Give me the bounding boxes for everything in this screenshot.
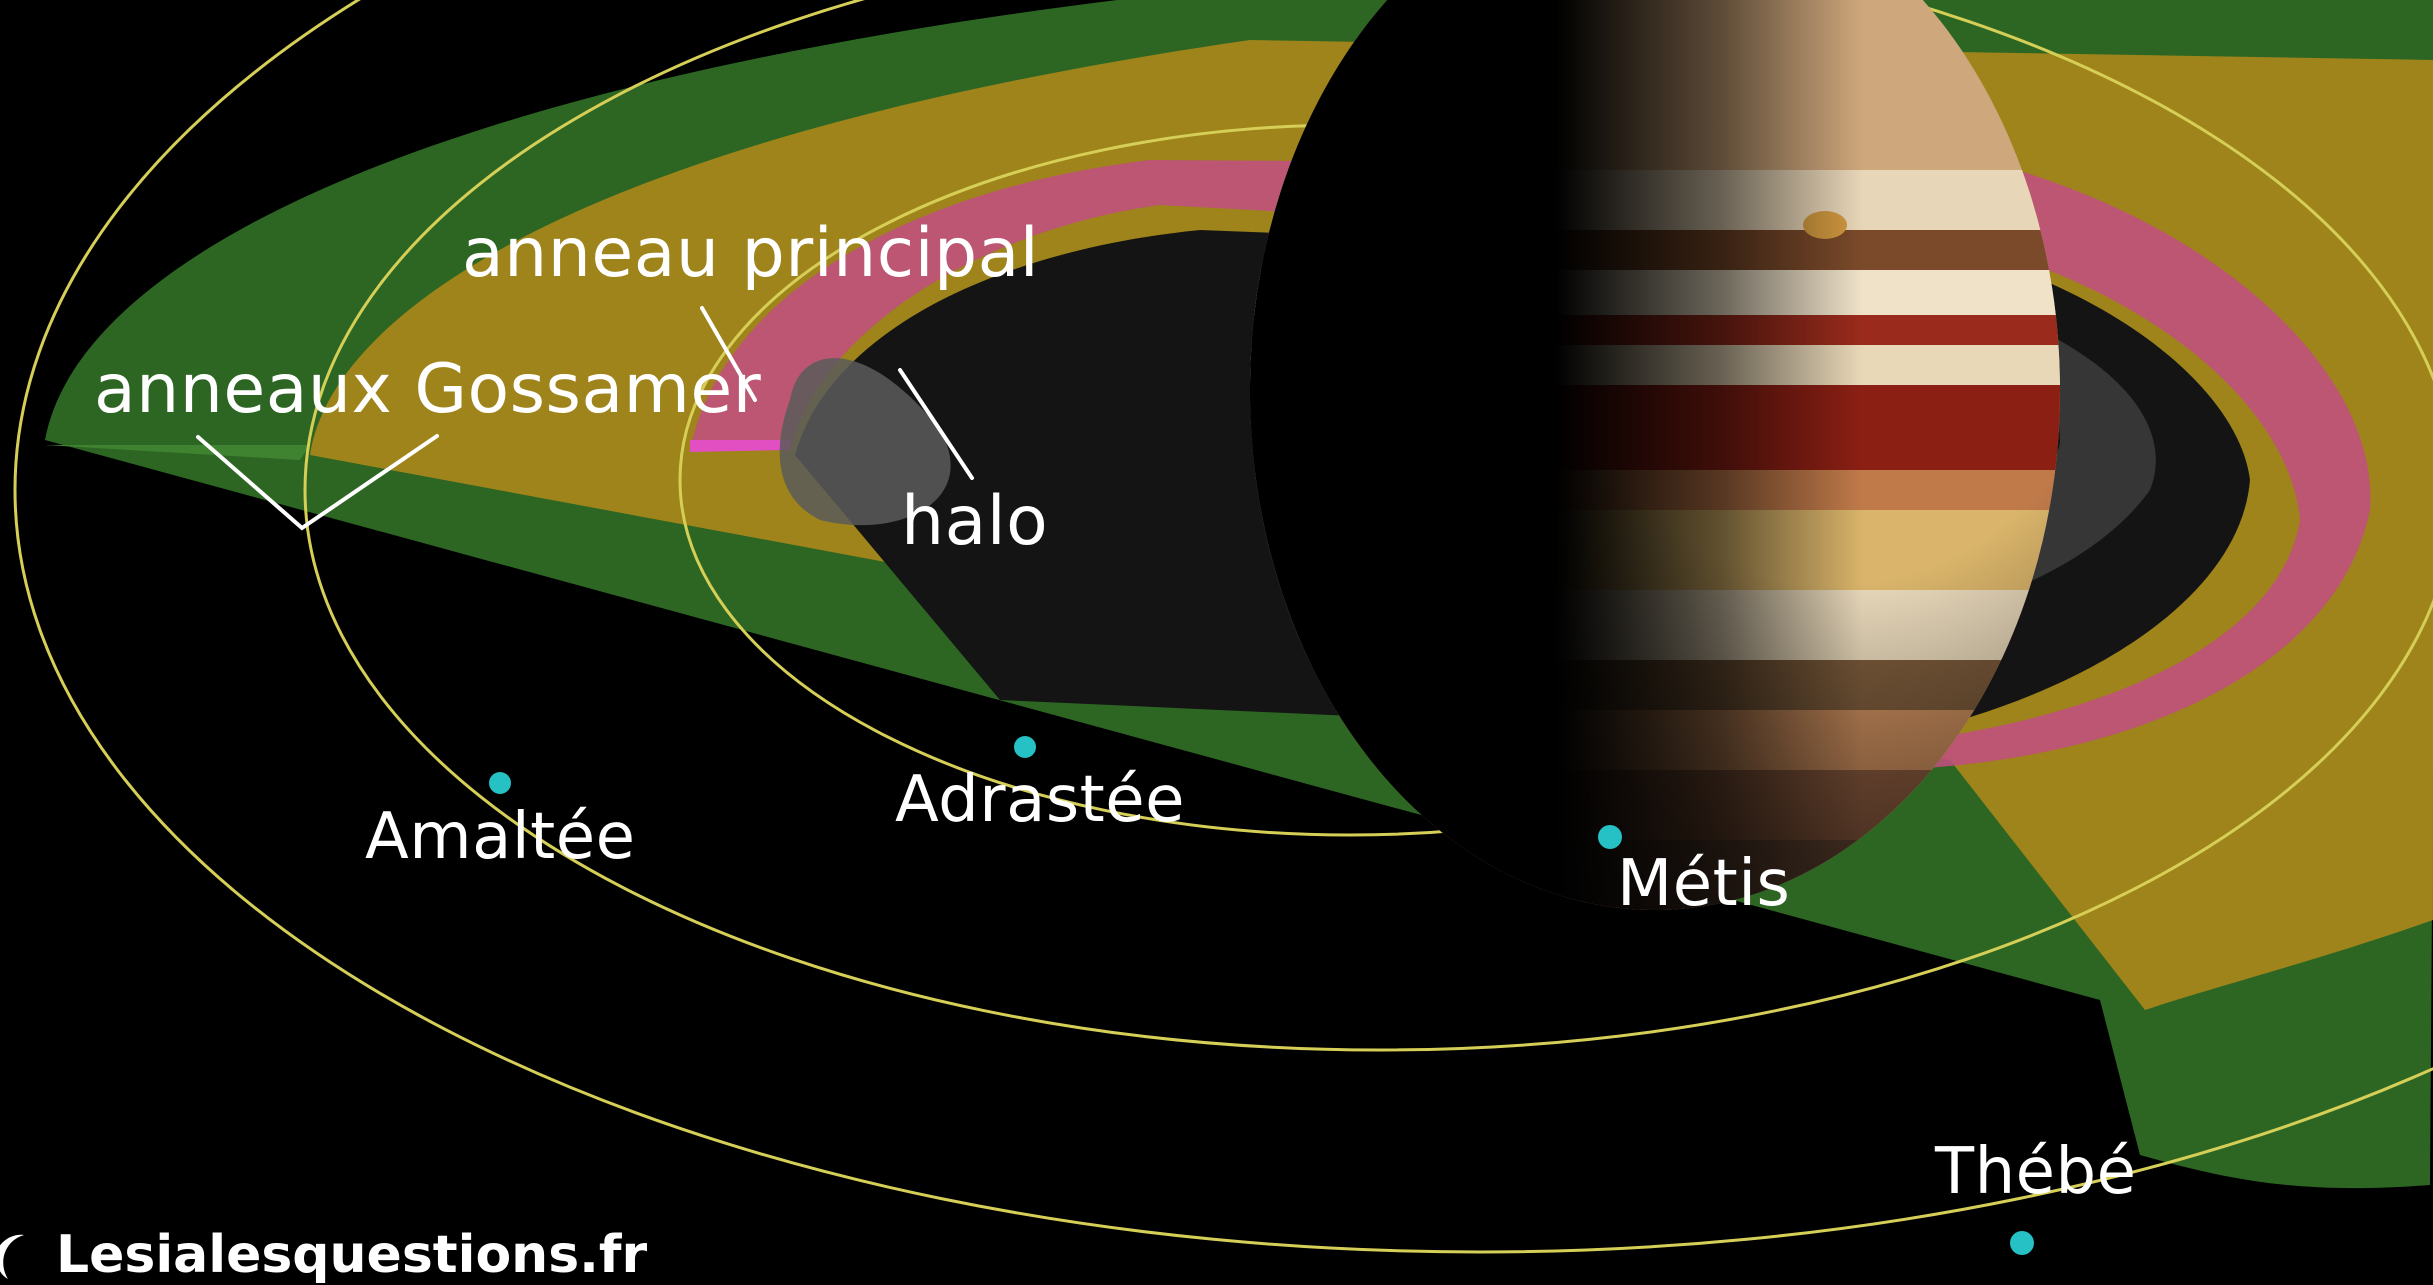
amalthea-label: Amaltée bbox=[365, 800, 636, 874]
thebe-orbit bbox=[13, 0, 2433, 1254]
moon-dot-icon bbox=[1598, 825, 1622, 849]
main-ring-pointer bbox=[700, 306, 757, 402]
main-ring-magenta-edge bbox=[690, 440, 790, 452]
moon-dot-icon bbox=[2010, 1231, 2034, 1255]
pointer-lines bbox=[196, 306, 974, 531]
gossamer-pointer bbox=[196, 434, 439, 531]
halo-pointer bbox=[898, 368, 974, 480]
gossamer-rings-label: anneaux Gossamer bbox=[94, 350, 762, 429]
amalthea-orbit bbox=[303, 0, 2433, 1052]
moon-dot-icon bbox=[1014, 736, 1036, 758]
thebe-label: Thébé bbox=[1935, 1135, 2137, 1209]
moons bbox=[489, 736, 2034, 1255]
halo-label: halo bbox=[901, 482, 1049, 561]
jupiter-planet bbox=[1250, 0, 2060, 910]
moon-dot-icon bbox=[489, 772, 511, 794]
adrastea-label: Adrastée bbox=[895, 763, 1185, 837]
thebe-ring-edge bbox=[45, 445, 310, 460]
main-ring-label: anneau principal bbox=[462, 214, 1040, 293]
watermark-text: Lesialesquestions.fr bbox=[56, 1225, 648, 1285]
crescent-logo-icon bbox=[0, 1234, 24, 1279]
halo bbox=[779, 358, 951, 526]
watermark: Lesialesquestions.fr bbox=[0, 1229, 647, 1281]
metis-label: Métis bbox=[1617, 847, 1791, 921]
